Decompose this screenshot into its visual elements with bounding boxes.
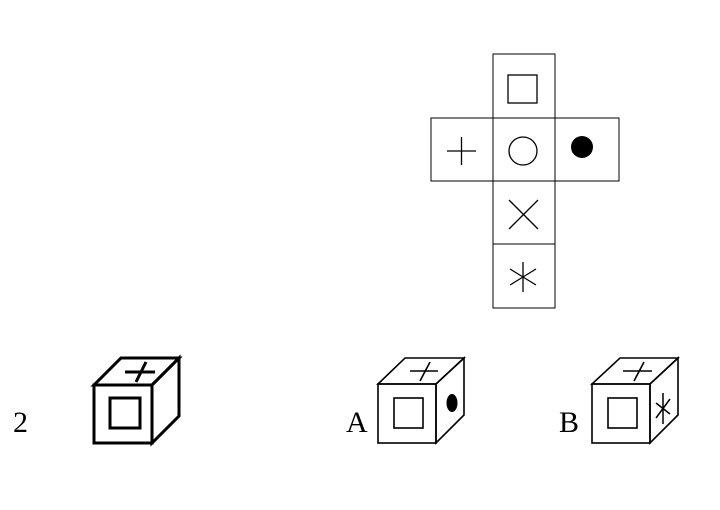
plus-symbol [125,361,155,383]
plus-symbol [410,361,438,382]
cube-front-face [591,383,651,444]
cube-side-face [649,356,679,445]
square-symbol [607,397,638,429]
net-face-center [492,117,556,182]
net-face-lower [492,180,556,245]
question-cube [90,354,183,447]
option-a-label[interactable]: A [346,406,368,439]
cube-net [430,53,620,309]
option-a-cube[interactable] [376,356,467,445]
asterisk-symbol [655,393,671,424]
square-symbol [108,396,142,430]
option-b-label[interactable]: B [559,406,580,439]
cube-side-face [435,356,465,445]
plus-symbol [447,137,476,165]
cube-side-face [150,354,181,447]
net-face-top [492,53,556,119]
cube-front-face [377,383,437,444]
filled-dot-symbol [446,394,458,412]
question-number: 2 [13,406,28,439]
net-face-right [554,117,620,182]
circle-symbol [508,136,538,166]
square-symbol [507,74,538,104]
option-b-cube[interactable] [589,356,681,445]
cube-front-face [92,383,154,445]
net-face-bottom [492,243,556,309]
filled-dot-symbol [571,136,593,158]
plus-symbol [623,361,652,382]
asterisk-symbol [509,262,537,292]
cross-symbol [508,199,539,230]
square-symbol [393,397,424,429]
